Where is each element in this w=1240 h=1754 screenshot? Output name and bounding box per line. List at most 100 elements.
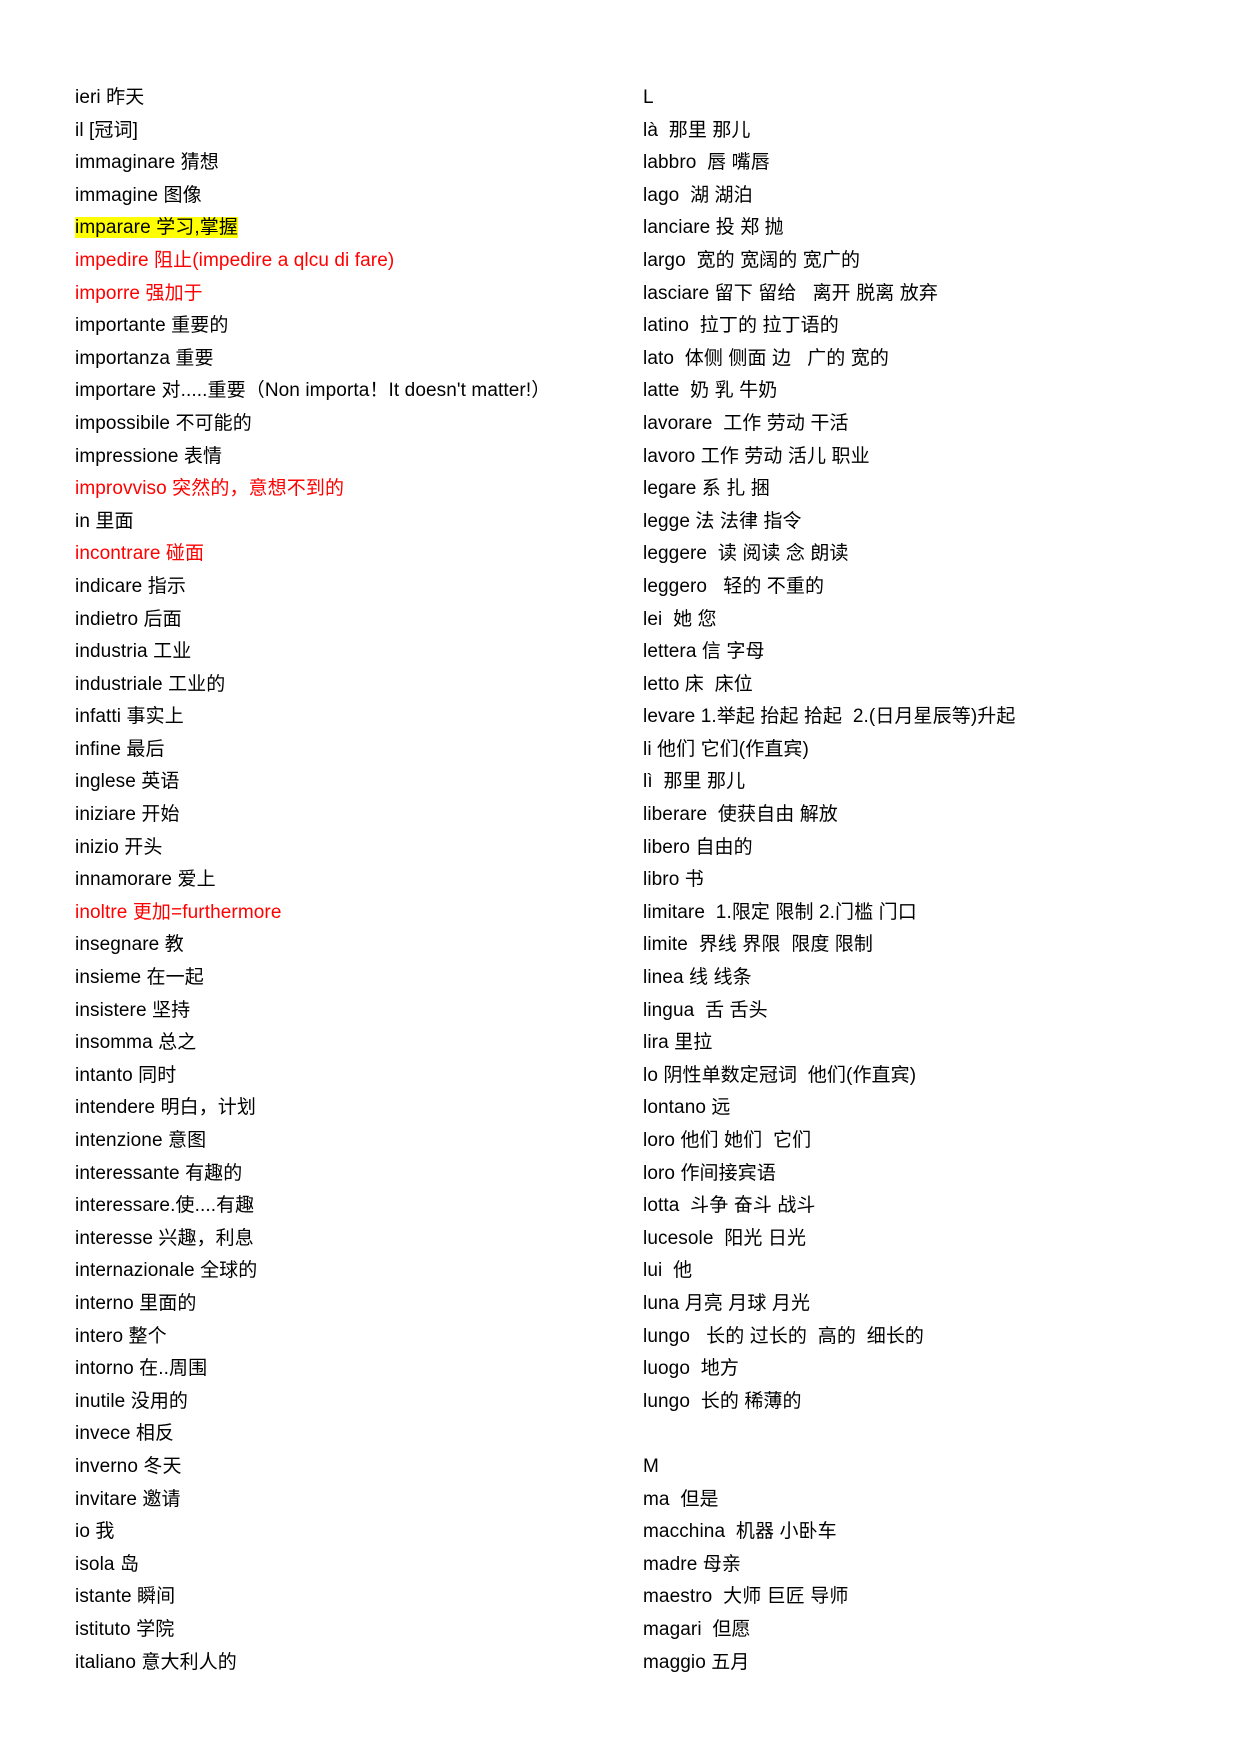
entry-text: immagine 图像	[75, 184, 202, 206]
entry-text: invitare 邀请	[75, 1488, 181, 1510]
entry-text: lasciare 留下 留给 离开 脱离 放弃	[643, 282, 938, 304]
entry-text: in 里面	[75, 510, 134, 532]
entry-text: indietro 后面	[75, 608, 182, 630]
vocabulary-entry: iniziare 开始	[75, 799, 615, 832]
entry-text: letto 床 床位	[643, 673, 753, 695]
entry-text: italiano 意大利人的	[75, 1651, 237, 1673]
vocabulary-entry: impossibile 不可能的	[75, 408, 615, 441]
vocabulary-entry: lingua 舌 舌头	[643, 995, 1203, 1028]
vocabulary-entry: invitare 邀请	[75, 1484, 615, 1517]
entry-text: luna 月亮 月球 月光	[643, 1292, 811, 1314]
vocabulary-entry: libro 书	[643, 864, 1203, 897]
vocabulary-entry: imporre 强加于	[75, 278, 615, 311]
vocabulary-entry: luogo 地方	[643, 1353, 1203, 1386]
entry-text: inoltre 更加=furthermore	[75, 901, 282, 923]
entry-text: lo 阴性单数定冠词 他们(作直宾)	[643, 1064, 917, 1086]
entry-text: internazionale 全球的	[75, 1260, 258, 1282]
entry-text: lago 湖 湖泊	[643, 184, 753, 206]
entry-text: impedire 阻止(impedire a qlcu di fare)	[75, 249, 395, 271]
vocabulary-entry: inoltre 更加=furthermore	[75, 897, 615, 930]
vocabulary-entry: leggere 读 阅读 念 朗读	[643, 538, 1203, 571]
vocabulary-entry: limitare 1.限定 限制 2.门槛 门口	[643, 897, 1203, 930]
entry-text: lira 里拉	[643, 1032, 713, 1054]
entry-text: industria 工业	[75, 641, 192, 663]
entry-text: lingua 舌 舌头	[643, 999, 768, 1021]
vocabulary-entry: interessare.使....有趣	[75, 1190, 615, 1223]
vocabulary-entry: istituto 学院	[75, 1614, 615, 1647]
entry-text: intanto 同时	[75, 1064, 177, 1086]
vocabulary-entry: lontano 远	[643, 1092, 1203, 1125]
entry-text: leggero 轻的 不重的	[643, 575, 825, 597]
entry-text: impossibile 不可能的	[75, 412, 252, 434]
entry-text: inizio 开头	[75, 836, 163, 858]
vocabulary-entry: lucesole 阳光 日光	[643, 1223, 1203, 1256]
entry-text: industriale 工业的	[75, 673, 226, 695]
vocabulary-entry: latino 拉丁的 拉丁语的	[643, 310, 1203, 343]
entry-text: intorno 在..周围	[75, 1358, 208, 1380]
vocabulary-entry: in 里面	[75, 506, 615, 539]
entry-text: inutile 没用的	[75, 1390, 189, 1412]
vocabulary-entry: infine 最后	[75, 734, 615, 767]
entry-text: imporre 强加于	[75, 282, 203, 304]
vocabulary-entry: maestro 大师 巨匠 导师	[643, 1581, 1203, 1614]
vocabulary-entry: lira 里拉	[643, 1027, 1203, 1060]
vocabulary-entry: maggio 五月	[643, 1647, 1203, 1680]
vocabulary-entry: lettera 信 字母	[643, 636, 1203, 669]
entry-text: latino 拉丁的 拉丁语的	[643, 315, 839, 337]
vocabulary-entry: magari 但愿	[643, 1614, 1203, 1647]
entry-text: libro 书	[643, 869, 704, 891]
section-letter-heading: M	[643, 1451, 1203, 1484]
entry-text: istante 瞬间	[75, 1586, 176, 1608]
vocabulary-entry: lanciare 投 郑 抛	[643, 212, 1203, 245]
vocabulary-entry: lei 她 您	[643, 604, 1203, 637]
entry-text: maestro 大师 巨匠 导师	[643, 1586, 849, 1608]
vocabulary-entry: macchina 机器 小卧车	[643, 1516, 1203, 1549]
entry-text: interessante 有趣的	[75, 1162, 243, 1184]
entry-text: importanza 重要	[75, 347, 214, 369]
vocabulary-entry: lavoro 工作 劳动 活儿 职业	[643, 441, 1203, 474]
entry-text: importare 对.....重要（Non importa！It doesn'…	[75, 380, 551, 402]
entry-text: il [冠词]	[75, 119, 138, 141]
entry-text: iniziare 开始	[75, 804, 180, 826]
vocabulary-entry: loro 作间接宾语	[643, 1158, 1203, 1191]
entry-text: maggio 五月	[643, 1651, 750, 1673]
vocabulary-entry: il [冠词]	[75, 115, 615, 148]
entry-text: liberare 使获自由 解放	[643, 804, 838, 826]
entry-text: indicare 指示	[75, 575, 186, 597]
vocabulary-entry: levare 1.举起 抬起 拾起 2.(日月星辰等)升起	[643, 701, 1203, 734]
entry-text: leggere 读 阅读 念 朗读	[643, 543, 849, 565]
vocabulary-entry: leggero 轻的 不重的	[643, 571, 1203, 604]
entry-text: immaginare 猜想	[75, 152, 219, 174]
vocabulary-entry: indicare 指示	[75, 571, 615, 604]
vocabulary-entry: lotta 斗争 奋斗 战斗	[643, 1190, 1203, 1223]
vocabulary-entry: internazionale 全球的	[75, 1255, 615, 1288]
vocabulary-entry: intanto 同时	[75, 1060, 615, 1093]
vocabulary-entry: indietro 后面	[75, 604, 615, 637]
vocabulary-entry: intendere 明白，计划	[75, 1092, 615, 1125]
entry-text: insieme 在一起	[75, 967, 204, 989]
vocabulary-entry: intenzione 意图	[75, 1125, 615, 1158]
entry-text: istituto 学院	[75, 1618, 175, 1640]
entry-text: insegnare 教	[75, 934, 184, 956]
vocabulary-entry: istante 瞬间	[75, 1581, 615, 1614]
entry-text: lavorare 工作 劳动 干活	[643, 412, 849, 434]
vocabulary-entry: industriale 工业的	[75, 669, 615, 702]
entry-text: libero 自由的	[643, 836, 753, 858]
vocabulary-entry: largo 宽的 宽阔的 宽广的	[643, 245, 1203, 278]
entry-text: ma 但是	[643, 1488, 719, 1510]
vocabulary-entry: inutile 没用的	[75, 1386, 615, 1419]
vocabulary-entry: ma 但是	[643, 1484, 1203, 1517]
entry-text: lettera 信 字母	[643, 641, 765, 663]
vocabulary-entry: letto 床 床位	[643, 669, 1203, 702]
vocabulary-entry: ieri 昨天	[75, 82, 615, 115]
vocabulary-entry: importare 对.....重要（Non importa！It doesn'…	[75, 375, 615, 408]
entry-text: madre 母亲	[643, 1553, 741, 1575]
vocabulary-entry: interessante 有趣的	[75, 1158, 615, 1191]
vocabulary-entry: intorno 在..周围	[75, 1353, 615, 1386]
vocabulary-entry: luna 月亮 月球 月光	[643, 1288, 1203, 1321]
vocabulary-entry: inverno 冬天	[75, 1451, 615, 1484]
vocabulary-entry: impressione 表情	[75, 441, 615, 474]
entry-text: insistere 坚持	[75, 999, 191, 1021]
entry-text: lotta 斗争 奋斗 战斗	[643, 1195, 816, 1217]
